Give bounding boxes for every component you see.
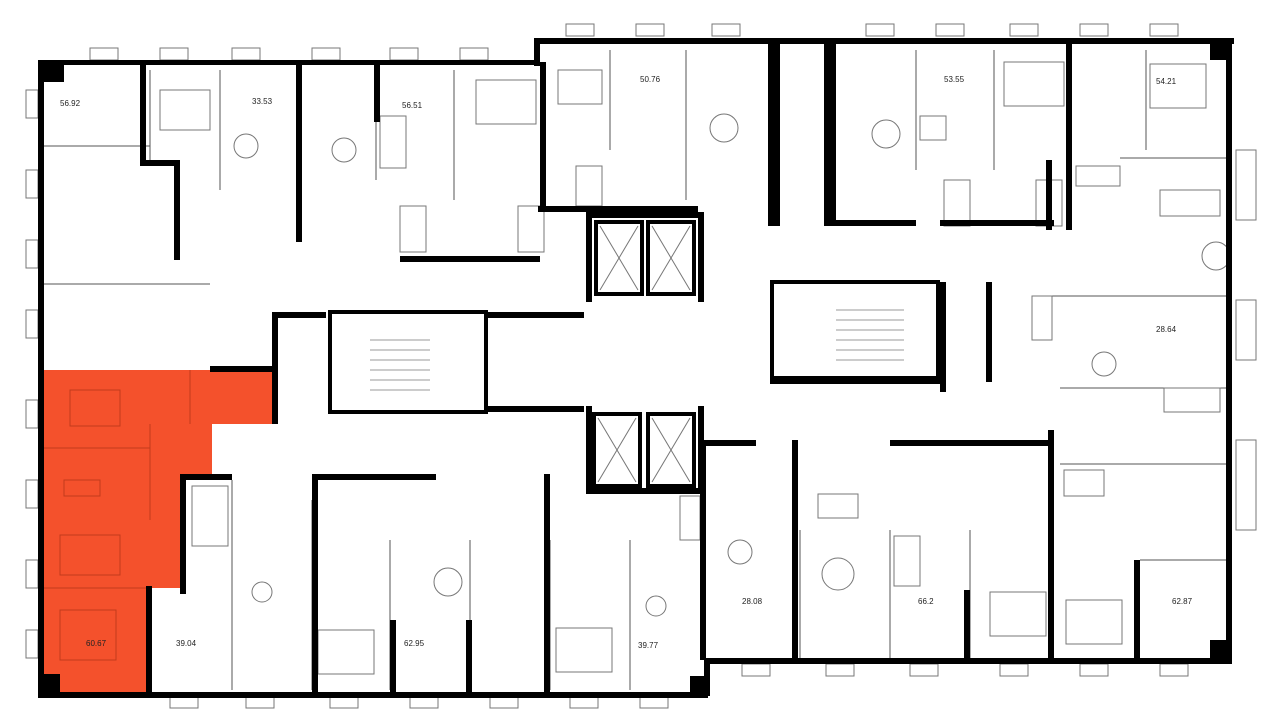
area-label-a10: 62.95 <box>404 639 425 648</box>
selected-apartment[interactable] <box>40 370 276 694</box>
area-label-a9: 39.04 <box>176 639 197 648</box>
area-label-a13: 66.2 <box>918 597 934 606</box>
stairwell-left <box>328 310 488 414</box>
stairwell-right <box>770 280 940 384</box>
selected-apartment-partitions <box>40 370 191 661</box>
area-label-a2: 33.53 <box>252 97 273 106</box>
area-label-a14: 62.87 <box>1172 597 1193 606</box>
windows-top <box>89 23 1179 61</box>
windows-sides <box>25 89 1257 659</box>
area-label-a6: 54.21 <box>1156 77 1177 86</box>
elevators <box>592 220 696 488</box>
furniture <box>159 61 1231 675</box>
area-label-a8: 60.67 <box>86 639 107 648</box>
walls <box>38 38 1234 698</box>
area-label-a12: 28.08 <box>742 597 763 606</box>
area-label-a4: 50.76 <box>640 75 661 84</box>
area-labels: 56.92 33.53 56.51 50.76 53.55 54.21 28.6… <box>60 75 1193 650</box>
area-label-a11: 39.77 <box>638 641 659 650</box>
area-label-a7: 28.64 <box>1156 325 1177 334</box>
area-label-a5: 53.55 <box>944 75 965 84</box>
area-label-a3: 56.51 <box>402 101 423 110</box>
area-label-a1: 56.92 <box>60 99 81 108</box>
